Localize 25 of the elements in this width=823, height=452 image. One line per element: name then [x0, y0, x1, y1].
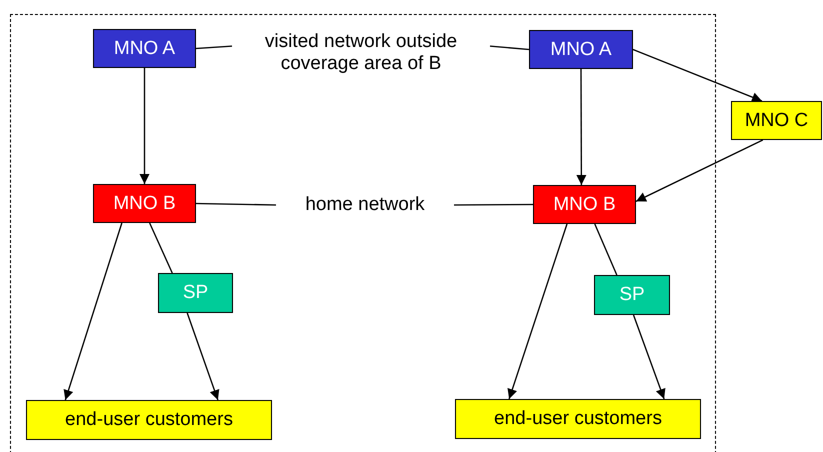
connector-line [490, 45, 530, 50]
arrow [508, 224, 568, 400]
customer-box: end-user customers [455, 399, 701, 439]
connector-line [196, 202, 276, 206]
operator-box: MNO B [533, 185, 636, 224]
connector-line [594, 224, 618, 276]
provider-box: SP [594, 275, 670, 315]
arrow [64, 222, 122, 400]
operator-box: MNO A [529, 30, 633, 69]
connector-line [196, 45, 232, 50]
arrow [636, 139, 764, 202]
network-label: home network [276, 193, 454, 217]
arrow [186, 312, 220, 400]
operator-box: MNO A [93, 29, 196, 68]
network-label: visited network outside coverage area of B [232, 30, 490, 76]
operator-box: MNO C [731, 101, 822, 140]
connector-line [454, 204, 533, 206]
arrow [632, 48, 762, 102]
connector-line [149, 222, 173, 274]
operator-box: MNO B [93, 184, 196, 223]
provider-box: SP [158, 273, 233, 313]
customer-box: end-user customers [26, 400, 272, 440]
arrow [632, 314, 666, 400]
arrow [140, 68, 150, 184]
arrow [576, 69, 586, 185]
